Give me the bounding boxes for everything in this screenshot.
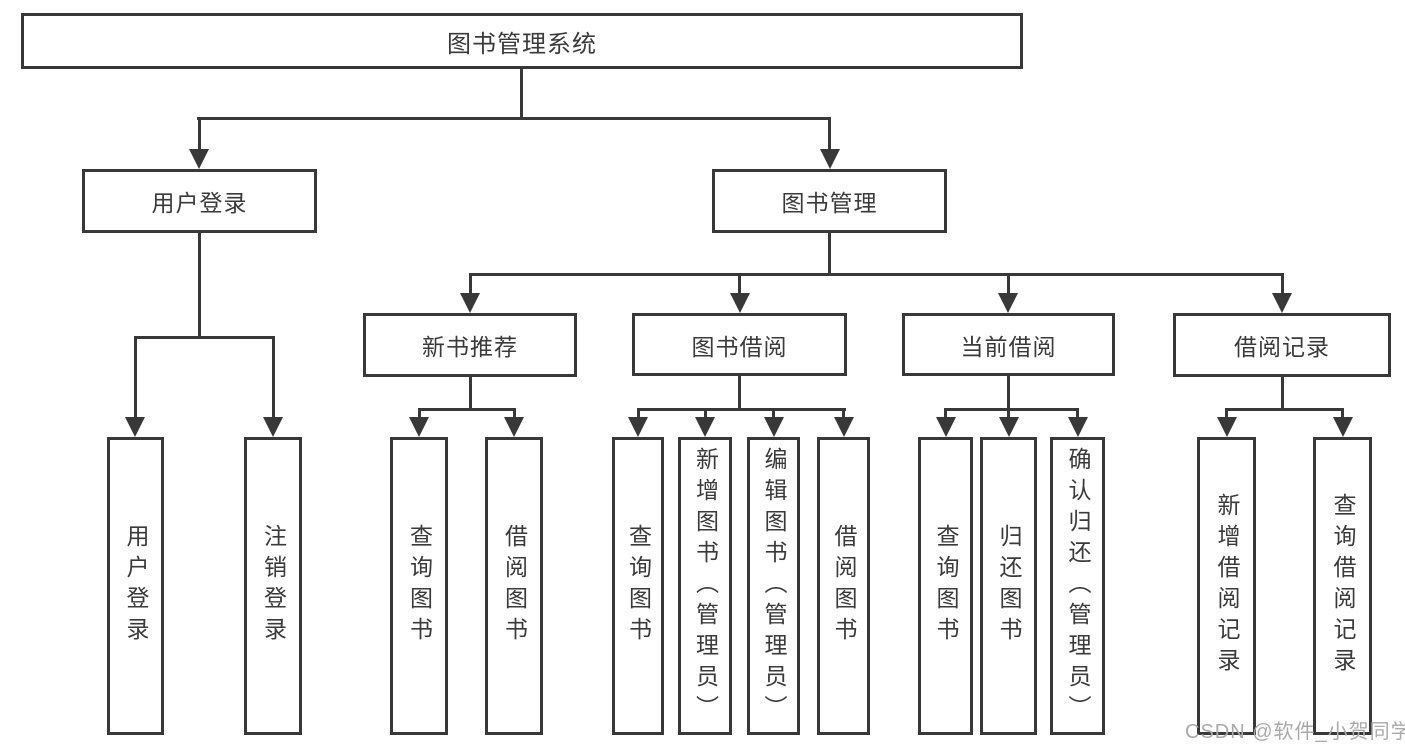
arrow-down-icon — [409, 417, 429, 437]
leaf-label: 新增借阅记录 — [1214, 493, 1240, 679]
arrow-down-icon — [998, 417, 1019, 437]
connector-line — [468, 273, 1284, 276]
leaf-return-books: 归还图书 — [980, 437, 1037, 735]
node-user-login: 用户登录 — [82, 169, 317, 233]
leaf-query-books-borrowing: 查询图书 — [612, 437, 664, 735]
arrow-down-icon — [935, 417, 956, 437]
connector-line — [772, 408, 775, 420]
node-label: 用户登录 — [151, 190, 248, 216]
connector-line — [1341, 408, 1344, 420]
connector-line — [1280, 377, 1284, 408]
node-borrowing-records: 借阅记录 — [1173, 313, 1391, 377]
arrow-down-icon — [1216, 417, 1237, 437]
connector-line — [197, 117, 201, 152]
leaf-label: 用户登录 — [123, 524, 149, 648]
arrow-down-icon — [263, 417, 283, 437]
arrow-down-icon — [729, 293, 750, 313]
connector-line — [417, 408, 516, 411]
leaf-label: 查询借阅记录 — [1330, 493, 1356, 679]
node-current-borrowing: 当前借阅 — [902, 313, 1115, 376]
connector-line — [944, 408, 1079, 411]
leaf-label: 借阅图书 — [831, 524, 857, 648]
connector-line — [417, 408, 421, 420]
leaf-label: 新增图书（管理员） — [692, 446, 719, 726]
leaf-query-books-current: 查询图书 — [918, 437, 973, 735]
connector-line — [703, 408, 707, 420]
node-new-book-recommendation: 新书推荐 — [363, 313, 577, 377]
connector-line — [1225, 408, 1228, 420]
leaf-borrow-books-recommend: 借阅图书 — [485, 437, 543, 735]
leaf-label: 查询图书 — [625, 524, 652, 648]
connector-line — [944, 408, 947, 420]
leaf-label: 归还图书 — [996, 524, 1022, 648]
leaf-label: 借阅图书 — [501, 524, 528, 648]
leaf-query-borrow-record: 查询借阅记录 — [1313, 437, 1372, 735]
leaf-query-books-recommend: 查询图书 — [390, 437, 448, 735]
arrow-down-icon — [819, 149, 840, 169]
connector-line — [738, 376, 741, 408]
leaf-label: 注销登录 — [260, 524, 287, 648]
arrow-down-icon — [1272, 293, 1292, 313]
arrow-down-icon — [695, 417, 715, 437]
connector-line — [1225, 408, 1344, 411]
node-label: 借阅记录 — [1234, 334, 1330, 360]
leaf-label: 查询图书 — [406, 524, 433, 648]
connector-line — [133, 336, 275, 339]
connector-line — [1280, 273, 1284, 295]
connector-line — [520, 69, 523, 117]
leaf-add-books-admin: 新增图书（管理员） — [678, 437, 732, 735]
connector-line — [197, 233, 201, 336]
connector-line — [828, 233, 831, 273]
leaf-logout: 注销登录 — [244, 437, 302, 735]
connector-line — [636, 408, 846, 411]
connector-line — [738, 273, 741, 295]
node-label: 图书借阅 — [691, 333, 788, 360]
connector-line — [1007, 408, 1010, 420]
connector-line — [271, 336, 275, 420]
arrow-down-icon — [460, 293, 480, 313]
leaf-confirm-return-admin: 确认归还（管理员） — [1050, 437, 1105, 735]
node-book-borrowing: 图书借阅 — [632, 313, 847, 376]
connector-line — [1076, 408, 1079, 420]
node-label: 图书管理 — [781, 190, 878, 216]
node-label: 当前借阅 — [960, 333, 1057, 360]
node-label: 图书管理系统 — [447, 30, 597, 58]
connector-line — [828, 117, 831, 152]
connector-line — [133, 336, 137, 420]
node-label: 新书推荐 — [422, 334, 518, 360]
arrow-down-icon — [125, 417, 145, 437]
leaf-label: 编辑图书（管理员） — [761, 446, 787, 726]
leaf-edit-books-admin: 编辑图书（管理员） — [747, 437, 800, 735]
connector-line — [468, 273, 472, 295]
leaf-label: 确认归还（管理员） — [1065, 446, 1091, 726]
arrow-down-icon — [833, 417, 854, 437]
connector-line — [512, 408, 516, 420]
arrow-down-icon — [504, 417, 524, 437]
arrow-down-icon — [189, 149, 209, 169]
arrow-down-icon — [1332, 417, 1353, 437]
connector-line — [842, 408, 845, 420]
connector-line — [636, 408, 640, 420]
leaf-add-borrow-record: 新增借阅记录 — [1197, 437, 1256, 735]
connector-line — [1006, 376, 1010, 408]
connector-line — [197, 117, 831, 120]
arrow-down-icon — [763, 417, 784, 437]
arrow-down-icon — [998, 293, 1018, 313]
leaf-label: 查询图书 — [933, 524, 959, 648]
node-library-system: 图书管理系统 — [21, 13, 1023, 69]
arrow-down-icon — [628, 417, 648, 437]
connector-line — [468, 377, 472, 408]
leaf-borrow-books-borrowing: 借阅图书 — [817, 437, 870, 735]
connector-line — [1006, 273, 1010, 295]
node-book-management: 图书管理 — [712, 169, 947, 233]
arrow-down-icon — [1067, 417, 1088, 437]
watermark: CSDN @软件_小贺同学 — [1185, 721, 1405, 743]
leaf-user-login: 用户登录 — [107, 437, 164, 735]
